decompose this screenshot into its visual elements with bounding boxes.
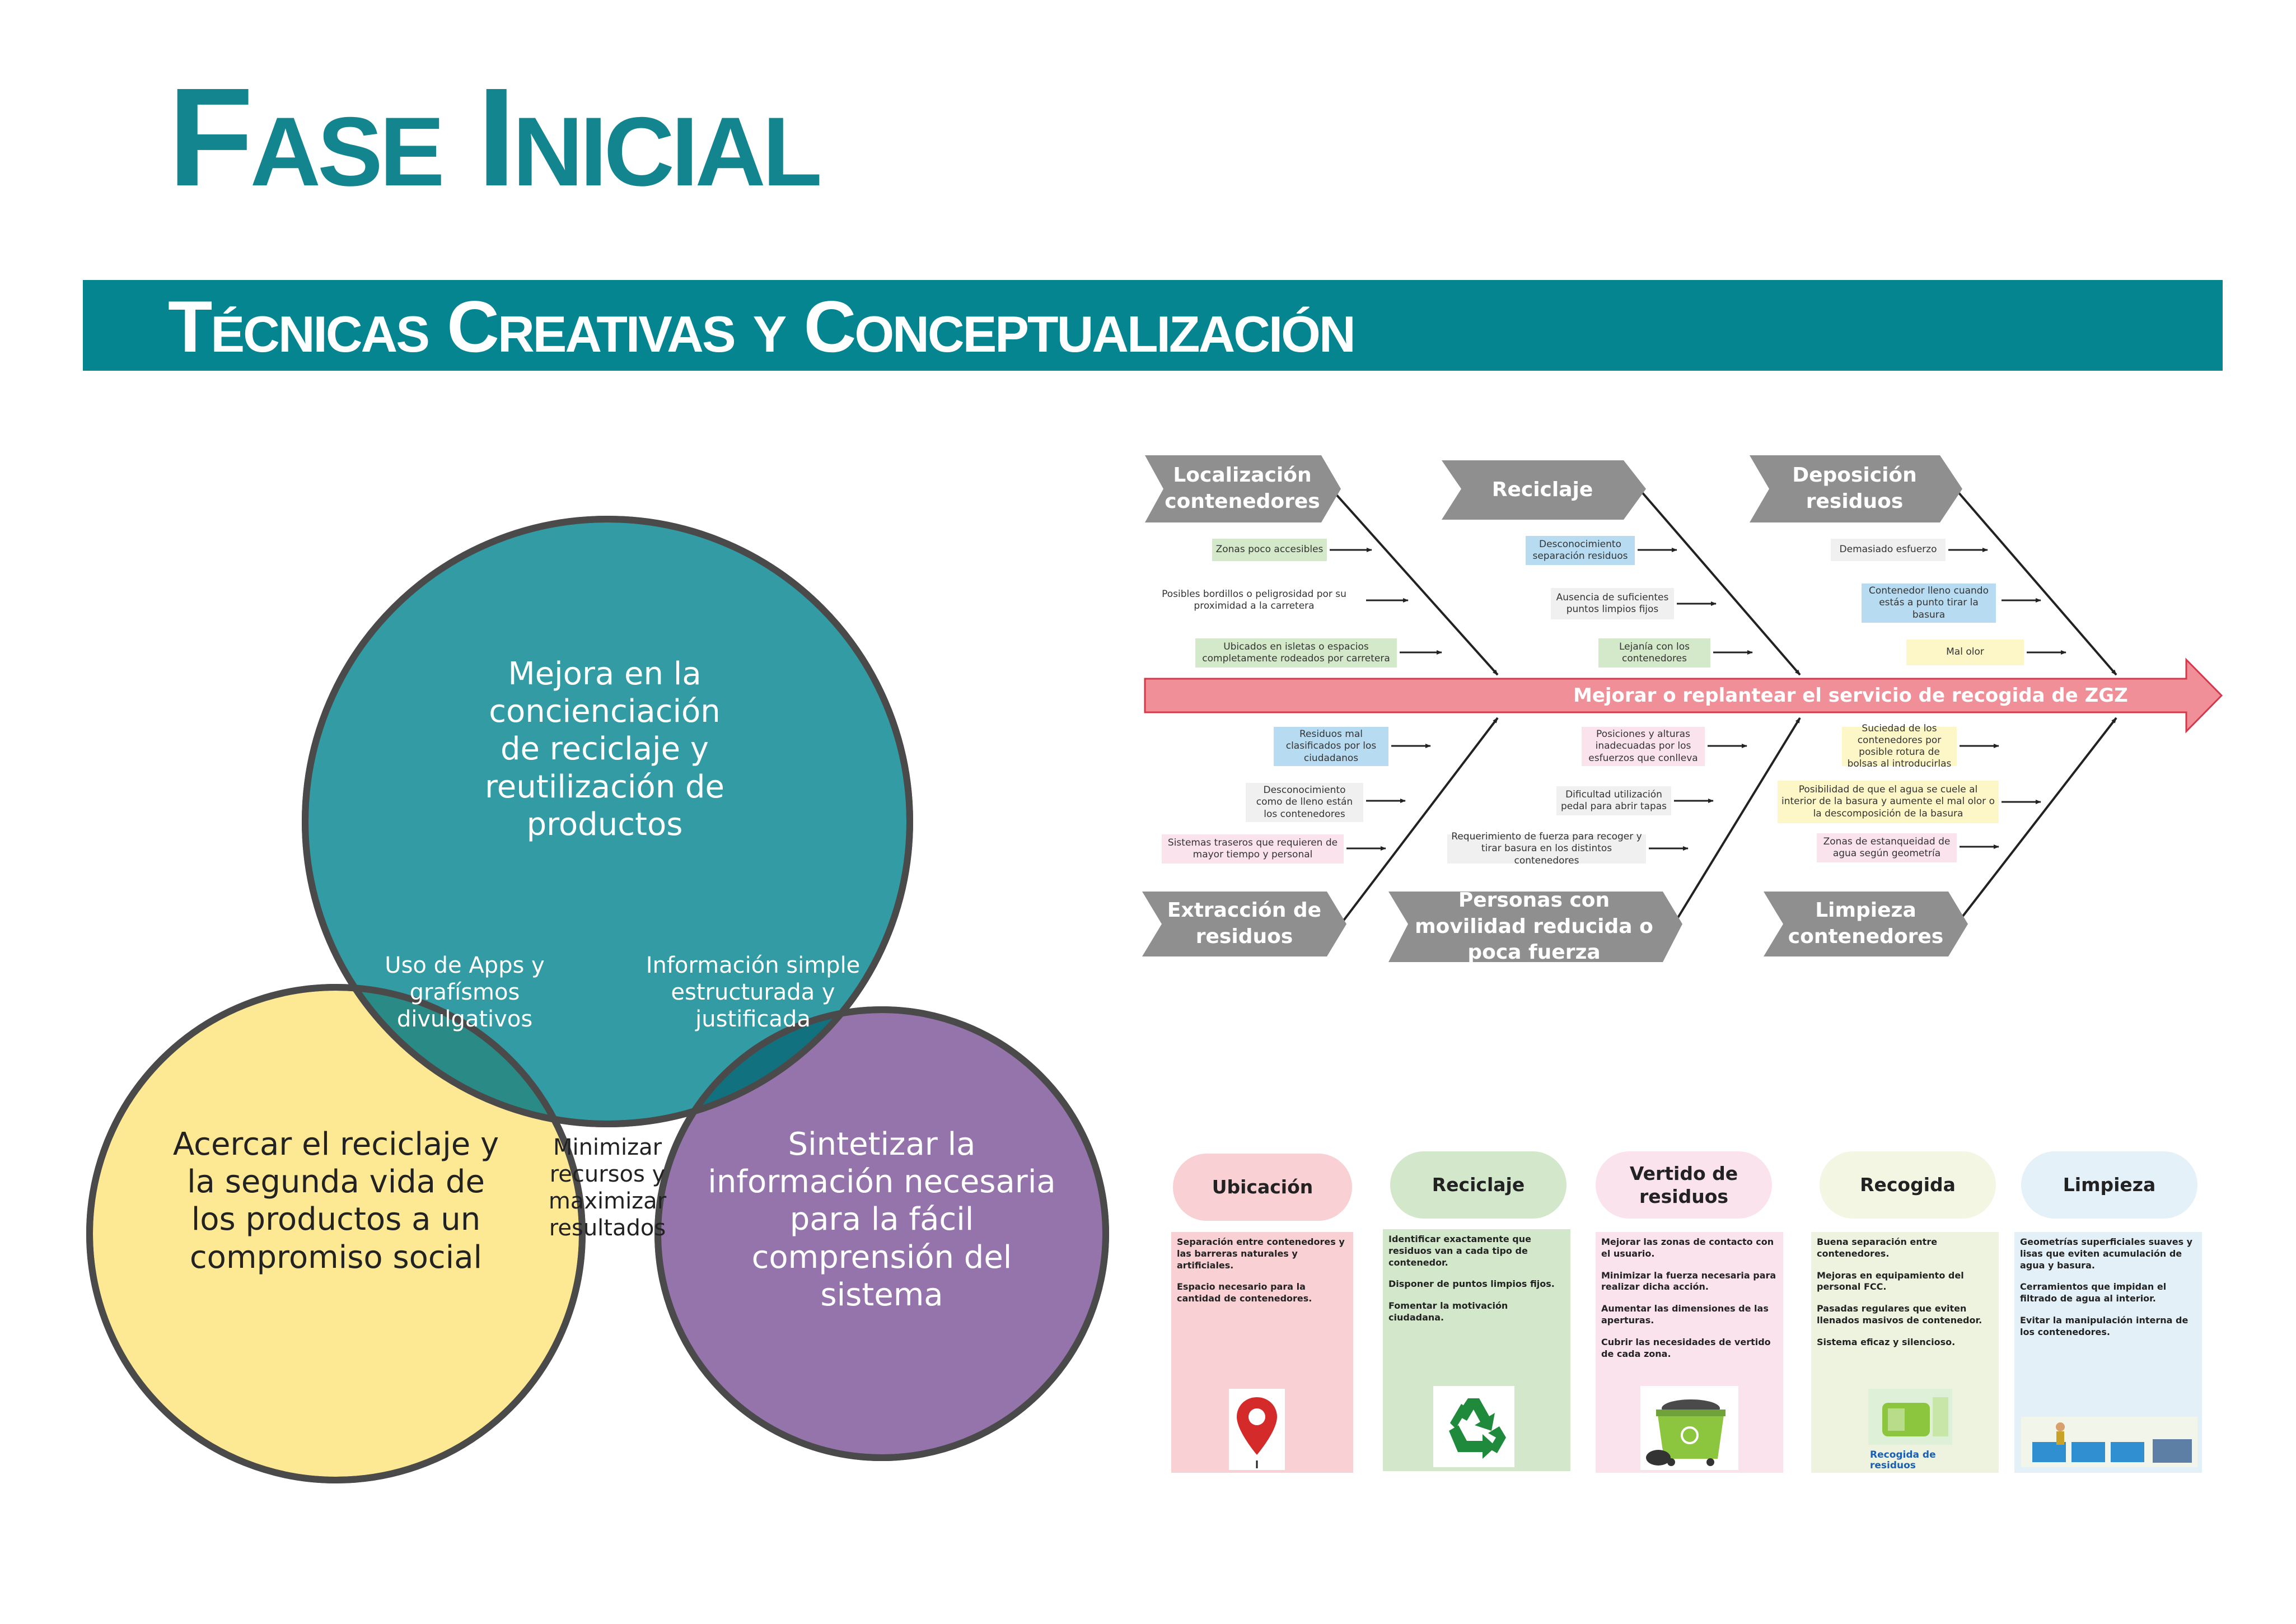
category-deposicion: Deposición residuos	[1792, 464, 1917, 513]
card-item: Evitar la manipulación interna de los co…	[2020, 1314, 2189, 1337]
card-recogida: Buena separación entre contenedores. Mej…	[1811, 1232, 1999, 1473]
category-extraccion: Extracción de residuos	[1167, 899, 1322, 948]
category-movilidad: Personas con movilidad reducida o poca f…	[1415, 888, 1653, 964]
card-item: Espacio necesario para la cantidad de co…	[1177, 1281, 1312, 1304]
fish-header-bg	[1750, 455, 1962, 522]
recycle-icon	[1433, 1386, 1514, 1467]
card-item: Minimizar la fuerza necesaria para reali…	[1601, 1270, 1776, 1292]
card-item: Identificar exactamente que residuos van…	[1388, 1234, 1531, 1268]
cause-box: Sistemas traseros que requieren de mayor…	[1162, 834, 1344, 864]
card-item: Cubrir las necesidades de vertido de cad…	[1601, 1336, 1771, 1359]
card-item: Geometrías superficiales suaves y lisas …	[2020, 1236, 2193, 1271]
fish-header-bg	[1145, 455, 1341, 522]
garbage-truck-caption: Recogida de residuos	[1870, 1449, 1936, 1471]
cause-box: Demasiado esfuerzo	[1831, 539, 1946, 561]
card-item: Disponer de puntos limpios fijos.	[1388, 1278, 1555, 1290]
category-localizacion: Localización contenedores	[1165, 464, 1320, 513]
card-item: Sistema eficaz y silencioso.	[1817, 1336, 1956, 1347]
cause-box: Zonas poco accesibles	[1212, 539, 1327, 561]
trash-container-icon	[1640, 1386, 1738, 1470]
venn-right-text: Sintetizar la información necesaria para…	[708, 1126, 1056, 1313]
card-item: Aumentar las dimensiones de las apertura…	[1601, 1303, 1769, 1326]
fishbone-spine	[1144, 657, 2223, 734]
card-item: Cerramientos que impidan el filtrado de …	[2020, 1281, 2167, 1304]
garbage-truck-icon: Recogida de residuos	[1865, 1386, 1955, 1471]
fishbone-spine-label: Mejorar o replantear el servicio de reco…	[1573, 684, 2128, 707]
fish-header-bg	[1388, 892, 1682, 962]
cause-box: Mal olor	[1906, 640, 2024, 665]
pill-ubicacion: Ubicación	[1173, 1154, 1352, 1221]
cause-box: Requerimiento de fuerza para recoger y t…	[1447, 831, 1646, 866]
card-item: Buena separación entre contenedores.	[1817, 1236, 1938, 1259]
page-title: Fase Inicial	[168, 59, 822, 215]
cause-box: Lejanía con los contenedores	[1598, 638, 1710, 668]
category-reciclaje: Reciclaje	[1491, 478, 1593, 501]
cause-box: Residuos mal clasificados por los ciudad…	[1274, 727, 1388, 766]
cause-box: Desconocimiento como de lleno están los …	[1246, 783, 1363, 822]
cause-box: Desconocimiento separación residuos	[1526, 536, 1635, 565]
section-subtitle: Técnicas Creativas y Conceptualización	[168, 286, 1356, 367]
cause-box: Posibilidad de que el agua se cuele al i…	[1778, 781, 1999, 823]
map-pin-icon	[1229, 1389, 1285, 1470]
cause-box: Ausencia de suficientes puntos limpios f…	[1551, 588, 1674, 619]
pill-reciclaje: Reciclaje	[1390, 1151, 1566, 1219]
card-item: Mejoras en equipamiento del personal FCC…	[1817, 1270, 1964, 1292]
card-item: Fomentar la motivación ciudadana.	[1388, 1300, 1508, 1323]
venn-left-text: Acercar el reciclaje y la segunda vida d…	[172, 1126, 499, 1276]
cause-box: Ubicados en isletas o espacios completam…	[1195, 638, 1397, 668]
cause-box: Suciedad de los contenedores por posible…	[1842, 723, 1957, 769]
venn-top-text: Mejora en la concienciación de reciclaje…	[485, 656, 724, 843]
cause-box: Posiciones y alturas inadecuadas por los…	[1582, 727, 1705, 766]
fish-header-bg	[1442, 460, 1646, 520]
cause-box: Posibles bordillos o peligrosidad por su…	[1162, 588, 1346, 612]
fish-header-bg	[1142, 892, 1346, 956]
fishbone-diagram	[1142, 455, 2223, 962]
pill-limpieza: Limpieza	[2021, 1151, 2197, 1219]
venn-top-left-text: Uso de Apps y grafísmos divulgativos	[385, 953, 545, 1032]
venn-diagram	[86, 516, 1109, 1483]
cause-box: Dificultad utilización pedal para abrir …	[1556, 786, 1671, 815]
cause-box: Zonas de estanqueidad de agua según geom…	[1817, 833, 1957, 862]
card-item: Mejorar las zonas de contacto con el usu…	[1601, 1236, 1774, 1259]
venn-top-right-text: Información simple estructurada y justif…	[646, 953, 861, 1032]
card-item: Separación entre contenedores y las barr…	[1177, 1236, 1345, 1271]
category-limpieza: Limpieza contenedores	[1788, 899, 1944, 948]
cause-box: Contenedor lleno cuando estás a punto ti…	[1862, 584, 1996, 623]
card-item: Pasadas regulares que eviten llenados ma…	[1817, 1303, 1982, 1326]
pill-vertido: Vertido de residuos	[1596, 1151, 1772, 1219]
cleaning-scene-icon	[2021, 1417, 2197, 1467]
fish-header-bg	[1764, 892, 1968, 956]
venn-center-text: Minimizar recursos y maximizar resultado…	[548, 1135, 667, 1241]
section-band: Técnicas Creativas y Conceptualización	[83, 280, 2223, 371]
pill-recogida: Recogida	[1820, 1151, 1996, 1219]
